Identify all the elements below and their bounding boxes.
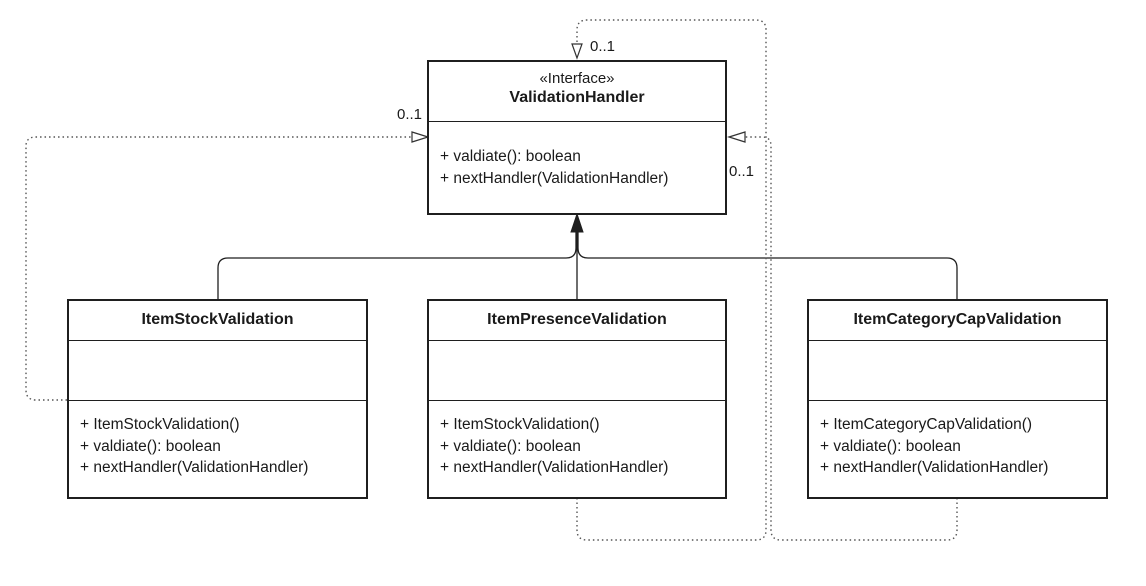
operation: + ItemStockValidation() [440,416,600,433]
interface-name: ValidationHandler [509,89,645,106]
class-operations: + ItemStockValidation() + valdiate(): bo… [69,401,366,479]
class-attributes [429,341,725,401]
open-arrowhead-right [726,131,746,143]
operation: + nextHandler(ValidationHandler) [80,459,309,476]
interface-header: «Interface» ValidationHandler [429,62,725,122]
operation: + ItemCategoryCapValidation() [820,416,1033,433]
class-item-presence-validation[interactable]: ItemPresenceValidation + ItemStockValida… [427,299,727,499]
association-line-presence-to-interface [576,19,767,541]
class-item-category-cap-validation[interactable]: ItemCategoryCapValidation + ItemCategory… [807,299,1108,499]
operation: + nextHandler(ValidationHandler) [440,169,669,187]
association-line-stock-to-interface [25,136,412,401]
class-attributes [69,341,366,401]
operation: + valdiate(): boolean [80,437,221,455]
class-operations: + ItemCategoryCapValidation() + valdiate… [809,401,1106,479]
operation: + valdiate(): boolean [440,148,581,165]
open-arrowhead-top [571,43,583,60]
class-name: ItemStockValidation [69,301,366,341]
class-attributes [809,341,1106,401]
operation: + valdiate(): boolean [820,437,961,455]
multiplicity-right: 0..1 [729,163,755,180]
interface-operations: + valdiate(): boolean + nextHandler(Vali… [429,122,725,189]
generalization-line-stock [217,232,577,300]
class-operations: + ItemStockValidation() + valdiate(): bo… [429,401,725,479]
operation: + valdiate(): boolean [440,437,581,455]
operation: + nextHandler(ValidationHandler) [820,459,1049,476]
interface-validation-handler[interactable]: «Interface» ValidationHandler + valdiate… [427,60,727,215]
generalization-arrowhead [570,212,584,233]
generalization-line-categorycap [577,232,958,300]
class-item-stock-validation[interactable]: ItemStockValidation + ItemStockValidatio… [67,299,368,499]
association-line-categorycap-to-interface [745,136,958,541]
class-name: ItemPresenceValidation [429,301,725,341]
operation: + ItemStockValidation() [80,416,240,433]
class-name: ItemCategoryCapValidation [809,301,1106,341]
multiplicity-top: 0..1 [590,38,616,55]
interface-stereotype: «Interface» [539,70,615,87]
open-arrowhead-left [411,131,431,143]
multiplicity-left: 0..1 [397,106,423,123]
operation: + nextHandler(ValidationHandler) [440,459,669,476]
